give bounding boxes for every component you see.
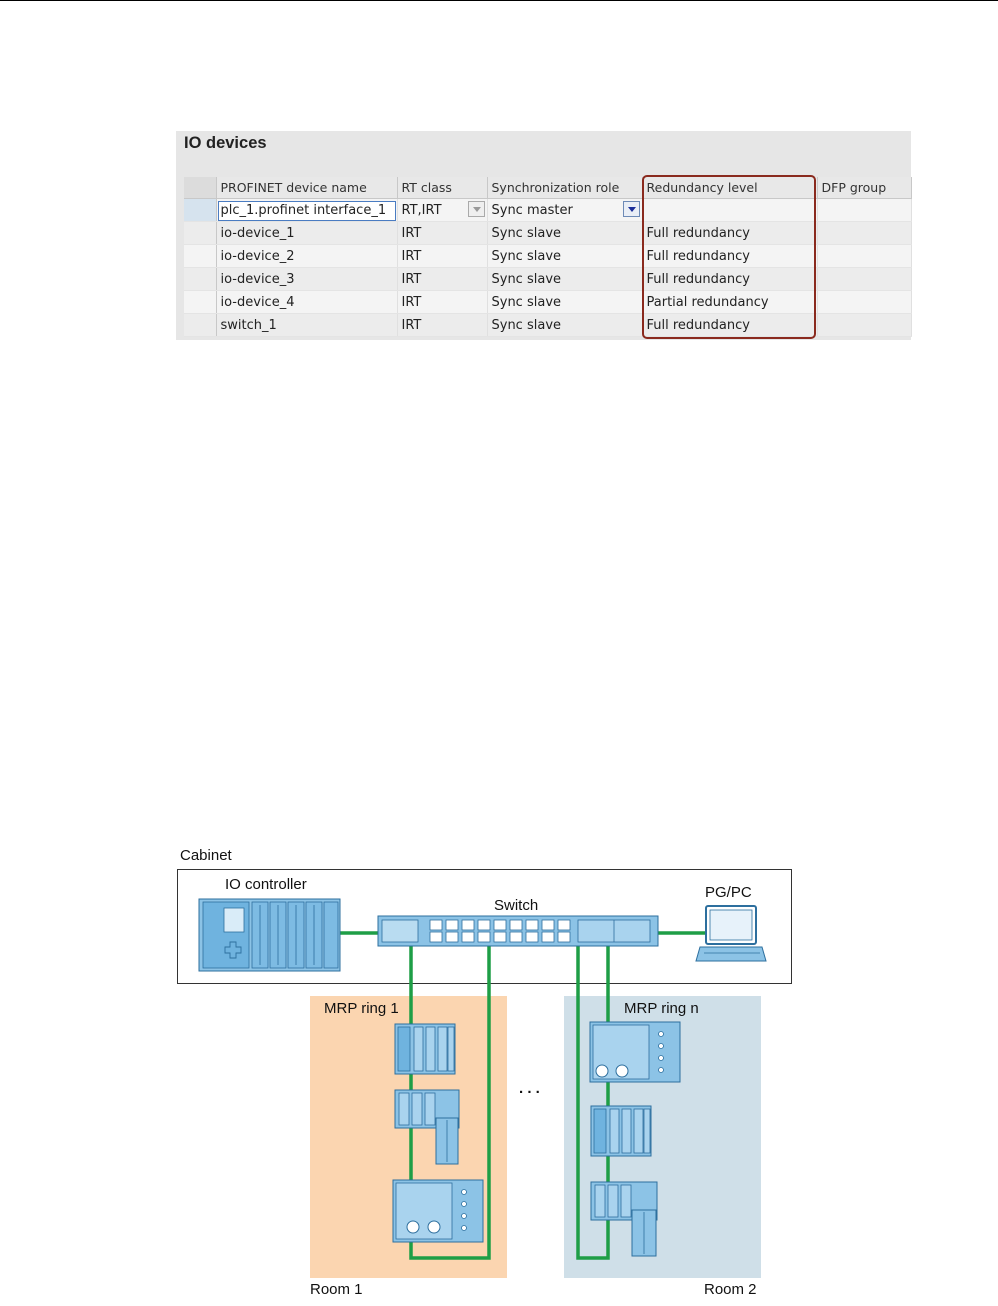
dfp-group-cell[interactable] [817,313,912,337]
column-header-rt-class[interactable]: RT class [397,177,488,199]
table-header-row: PROFINET device name RT class Synchroniz… [184,177,912,199]
row-selector-header[interactable] [184,177,217,199]
pgpc-laptop-icon [695,905,767,962]
column-header-sync-role[interactable]: Synchronization role [487,177,643,199]
ring-1-io-device-a [394,1023,456,1075]
table-row[interactable]: io-device_3 IRT Sync slave Full redundan… [184,267,912,291]
table-row[interactable]: switch_1 IRT Sync slave Full redundancy [184,313,912,337]
sync-role-cell[interactable]: Sync master [487,198,643,222]
sync-role-cell[interactable]: Sync slave [487,244,643,268]
mrp-ring-n-label: MRP ring n [624,1000,699,1017]
row-selector[interactable] [184,244,217,268]
room-1-label: Room 1 [310,1281,363,1298]
device-name-cell[interactable]: io-device_4 [216,290,398,314]
io-devices-panel: IO devices PROFINET device name RT class… [176,131,912,340]
ring-n-io-device-a [589,1021,681,1083]
dfp-group-cell[interactable] [817,221,912,245]
ring-n-io-device-b [590,1105,652,1157]
ring-1-io-device-c [392,1179,484,1243]
sync-role-cell[interactable]: Sync slave [487,267,643,291]
mrp-ring-1-label: MRP ring 1 [324,1000,399,1017]
chevron-down-icon [627,207,636,212]
sync-role-cell[interactable]: Sync slave [487,290,643,314]
rt-class-value: RT,IRT [401,202,442,218]
room-2-label: Room 2 [704,1281,757,1298]
page-top-rule [0,0,998,1]
column-header-dfp-group[interactable]: DFP group [817,177,912,199]
pgpc-label: PG/PC [705,884,752,901]
row-selector[interactable] [184,221,217,245]
redundancy-level-cell[interactable]: Full redundancy [642,313,818,337]
rt-class-cell[interactable]: IRT [397,313,488,337]
io-controller-label: IO controller [225,876,307,893]
redundancy-level-highlight-frame [642,175,816,339]
column-header-device-name[interactable]: PROFINET device name [216,177,398,199]
sync-role-dropdown-button[interactable] [622,201,640,217]
rt-class-cell[interactable]: RT,IRT [397,198,488,222]
device-name-cell[interactable]: io-device_2 [216,244,398,268]
dfp-group-cell[interactable] [817,267,912,291]
table-row[interactable]: io-device_1 IRT Sync slave Full redundan… [184,221,912,245]
dfp-group-cell[interactable] [817,244,912,268]
chevron-down-icon [472,207,481,212]
io-controller-device [198,898,341,972]
cabinet-label: Cabinet [180,847,232,864]
redundancy-level-cell[interactable]: Full redundancy [642,244,818,268]
rt-class-cell[interactable]: IRT [397,221,488,245]
device-name-edit-field[interactable]: plc_1.profinet interface_1 [217,200,396,221]
ring-1-io-device-b [394,1089,460,1165]
rt-class-dropdown-button[interactable] [467,201,485,217]
io-devices-table: PROFINET device name RT class Synchroniz… [184,177,912,337]
sync-role-value: Sync master [491,202,573,218]
column-header-redundancy-level[interactable]: Redundancy level [642,177,818,199]
rt-class-cell[interactable]: IRT [397,267,488,291]
io-devices-title: IO devices [184,134,267,152]
rt-class-cell[interactable]: IRT [397,290,488,314]
device-name-cell[interactable]: io-device_1 [216,221,398,245]
switch-device [377,915,659,947]
redundancy-level-cell[interactable]: Full redundancy [642,267,818,291]
redundancy-level-cell[interactable] [642,198,818,222]
row-selector[interactable] [184,198,217,222]
dfp-group-cell[interactable] [817,198,912,222]
redundancy-level-cell[interactable]: Partial redundancy [642,290,818,314]
device-name-cell[interactable]: switch_1 [216,313,398,337]
table-row[interactable]: io-device_4 IRT Sync slave Partial redun… [184,290,912,314]
switch-label: Switch [494,897,539,914]
ellipsis-label: . . . [519,1080,540,1097]
ring-n-io-device-c [590,1181,658,1257]
row-selector[interactable] [184,313,217,337]
table-row[interactable]: io-device_2 IRT Sync slave Full redundan… [184,244,912,268]
row-selector[interactable] [184,267,217,291]
sync-role-cell[interactable]: Sync slave [487,221,643,245]
device-name-cell[interactable]: io-device_3 [216,267,398,291]
rt-class-cell[interactable]: IRT [397,244,488,268]
row-selector[interactable] [184,290,217,314]
redundancy-level-cell[interactable]: Full redundancy [642,221,818,245]
sync-role-cell[interactable]: Sync slave [487,313,643,337]
device-name-cell[interactable]: plc_1.profinet interface_1 [216,198,398,222]
dfp-group-cell[interactable] [817,290,912,314]
table-row[interactable]: plc_1.profinet interface_1 RT,IRT Sync m… [184,198,912,222]
